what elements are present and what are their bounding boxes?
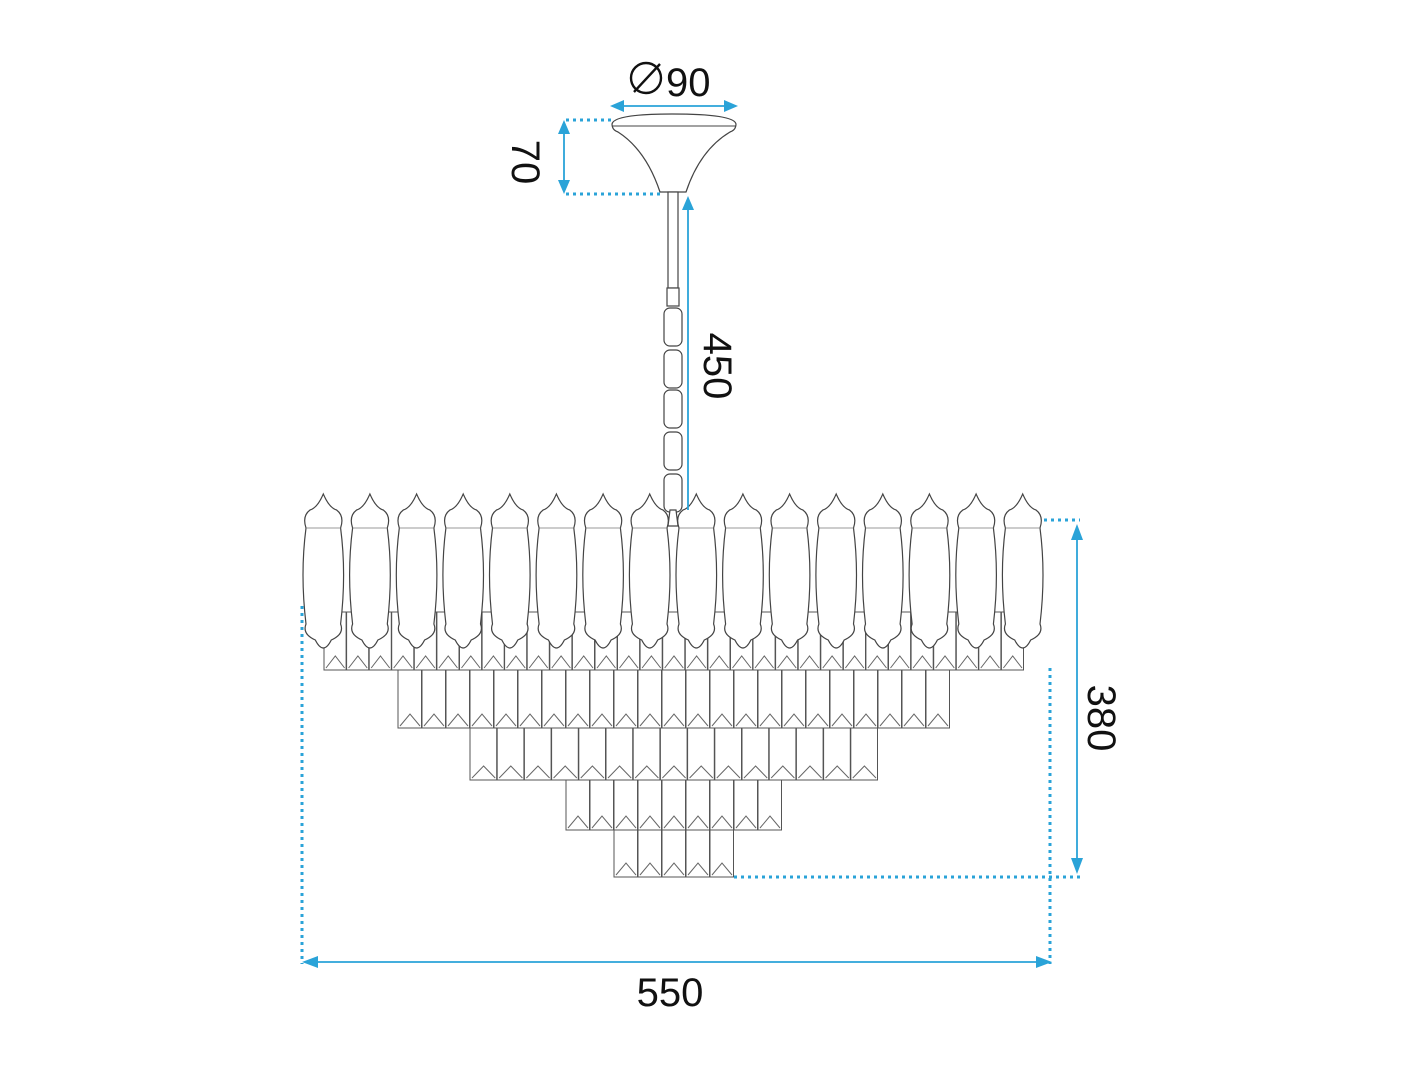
crystal-tiers [323, 611, 1025, 878]
crystal-prism [589, 774, 614, 831]
canopy-diameter-value: 90 [666, 61, 711, 105]
center-hook [667, 509, 679, 527]
rod-coupler [666, 287, 680, 307]
crystal-prism [421, 667, 446, 729]
crystal-prism [757, 667, 782, 729]
top-crystal [815, 492, 858, 649]
crystal-prism [733, 667, 758, 729]
crystal-prism [659, 723, 688, 781]
top-crystal [582, 492, 624, 649]
arrow-head-up [682, 196, 694, 210]
body-width-value: 550 [637, 971, 704, 1015]
chain-link [663, 349, 683, 389]
arrow-head-left [302, 956, 318, 968]
top-crystal [349, 492, 391, 649]
top-crystal [1001, 492, 1044, 649]
crystal-prism [733, 774, 758, 831]
crystal-prism [632, 723, 661, 781]
top-crystal [628, 492, 671, 649]
suspension-rod [667, 191, 679, 289]
top-crystal [722, 492, 764, 649]
top-crystal [535, 492, 578, 649]
crystal-prism [661, 774, 686, 831]
dimension-labels: 90 70 450 380 550 [503, 61, 1123, 1015]
crystal-prism [741, 723, 770, 781]
arrow-head-down [558, 180, 570, 194]
arrow-head-right [1036, 956, 1052, 968]
crystal-prism [757, 774, 782, 831]
crystal-prism [589, 667, 614, 729]
crystal-prism [901, 667, 926, 729]
top-crystal [395, 492, 438, 649]
chain-link [663, 389, 683, 429]
crystal-prism [877, 667, 902, 729]
crystal-prism [613, 667, 638, 729]
crystal-prism [469, 723, 498, 781]
canopy-height-value: 70 [503, 140, 547, 185]
chain-link [663, 473, 683, 513]
crystal-prism [605, 723, 634, 781]
crystal-prism [613, 774, 638, 831]
crystal-prism [496, 723, 525, 781]
top-crystal [488, 492, 531, 649]
top-crystal [442, 492, 485, 649]
body-height-value: 380 [1079, 685, 1123, 752]
arrow-head-right [724, 100, 738, 112]
crystal-prism [637, 667, 662, 729]
crystal-prism [578, 723, 606, 781]
crystal-prism [925, 667, 950, 729]
diameter-symbol-icon [629, 61, 663, 95]
chain-link [663, 431, 683, 471]
ceiling-canopy [611, 113, 737, 193]
crystal-prism [523, 723, 552, 781]
crystal-prism [493, 667, 518, 729]
top-crystal [768, 492, 811, 649]
chain-link [663, 307, 683, 347]
arrow-head-down [1071, 858, 1083, 874]
crystal-prism [469, 667, 494, 729]
crystal-prism [795, 723, 824, 781]
crystal-prism [823, 723, 851, 781]
crystal-prism [685, 823, 710, 878]
crystal-prism [397, 667, 422, 729]
crystal-prism [445, 667, 470, 729]
top-crystal [302, 492, 345, 649]
crystal-prism [637, 774, 662, 831]
rod-length-value: 450 [695, 333, 739, 400]
suspension-chain [663, 307, 683, 513]
crystal-prism [709, 667, 734, 729]
crystal-prism [805, 667, 830, 729]
crystal-prism [613, 823, 638, 878]
crystal-prism [661, 823, 686, 878]
arrow-head-up [558, 120, 570, 134]
crystal-prism [768, 723, 797, 781]
crystal-prism [850, 723, 878, 781]
crystal-prism [517, 667, 542, 729]
crystal-prism [853, 667, 878, 729]
crystal-prism [687, 723, 715, 781]
top-crystal-row [302, 492, 1044, 649]
top-crystal [675, 492, 718, 649]
dimension-lines [300, 100, 1083, 968]
crystal-prism [565, 774, 590, 831]
chandelier-drawing [302, 113, 1044, 878]
crystal-prism [565, 667, 590, 729]
top-crystal [861, 492, 904, 649]
crystal-prism [551, 723, 579, 781]
crystal-prism [661, 667, 686, 729]
top-crystal [955, 492, 997, 649]
crystal-prism [637, 823, 662, 878]
arrow-head-left [610, 100, 624, 112]
crystal-prism [541, 667, 566, 729]
top-crystal [908, 492, 951, 649]
crystal-prism [829, 667, 854, 729]
crystal-prism [709, 774, 734, 831]
crystal-prism [685, 667, 710, 729]
crystal-prism [714, 723, 742, 781]
crystal-prism [685, 774, 710, 831]
crystal-prism [781, 667, 806, 729]
crystal-prism [709, 823, 734, 878]
arrow-head-up [1071, 524, 1083, 540]
